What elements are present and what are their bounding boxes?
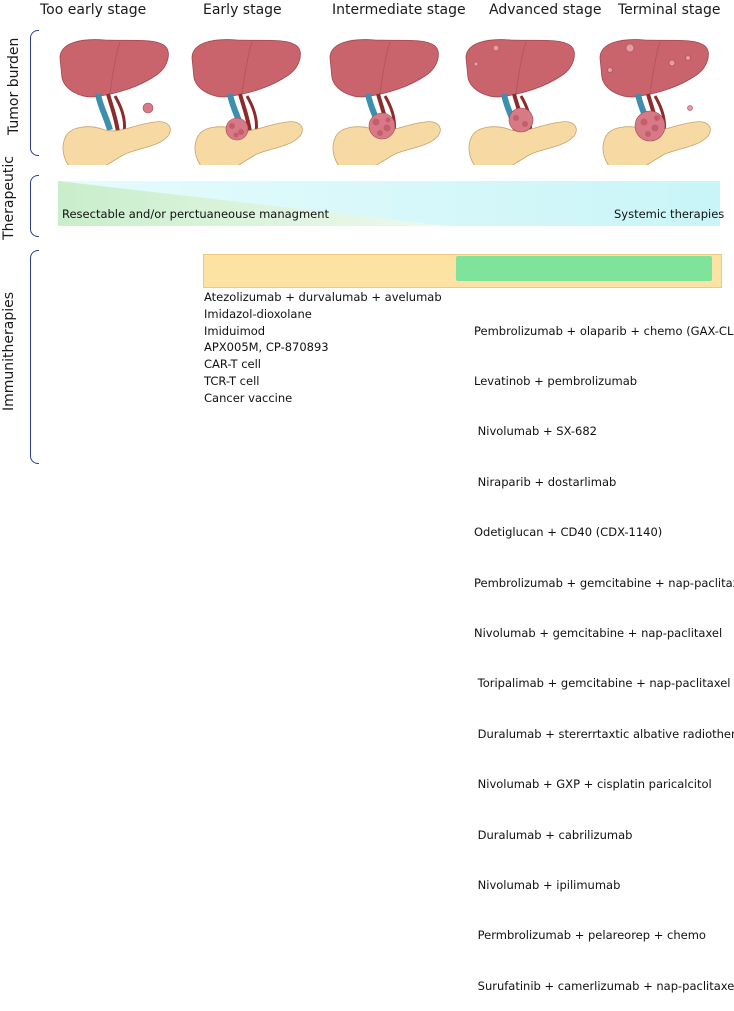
organ-illustrations	[59, 39, 711, 165]
immunotherapy-advanced-bar	[456, 256, 712, 281]
list-item: Duralumab + cabrilizumab	[474, 827, 633, 842]
early-immunotherapy-list: Atezolizumab + durvalumab + avelumab Imi…	[204, 289, 442, 407]
list-item: Imidazol-dioxolane	[204, 306, 312, 321]
organ-stage-2	[191, 39, 303, 165]
stage-early: Early stage	[203, 2, 282, 18]
list-item: TCR-T cell	[204, 373, 260, 388]
list-item: Atezolizumab + durvalumab + avelumab	[204, 290, 442, 304]
row-label-immunotherapies: Immunitherapies	[1, 291, 17, 411]
list-item: Niraparib + dostarlimab	[474, 474, 617, 489]
bracket-tumor-burden	[30, 30, 39, 156]
list-item: Imiduimod	[204, 323, 266, 338]
list-item: Toripalimab + gemcitabine + nap-paclitax…	[474, 676, 731, 691]
list-item: Pembrolizumab + olaparib + chemo (GAX-CL…	[474, 323, 734, 338]
resectable-band	[58, 181, 448, 226]
therapeutic-left-label: Resectable and/or perctuaneouse managmen…	[62, 207, 330, 221]
stage-terminal: Terminal stage	[618, 2, 721, 18]
list-item: Pembrolizumab + gemcitabine + nap-paclit…	[474, 575, 734, 590]
therapeutic-bands	[58, 181, 720, 226]
organ-stage-5	[599, 39, 711, 165]
list-item: Permbrolizumab + pelareorep + chemo	[474, 928, 706, 943]
list-item: Nivolumab + gemcitabine + nap-paclitaxel	[474, 625, 723, 640]
bracket-immunotherapies	[30, 250, 39, 464]
therapeutic-right-label: Systemic therapies	[614, 207, 725, 221]
stage-intermediate: Intermediate stage	[332, 2, 466, 18]
list-item: Duralumab + stererrtaxtic albative radio…	[474, 726, 734, 741]
organ-stage-1	[59, 39, 171, 165]
advanced-immunotherapy-list: Pembrolizumab + olaparib + chemo (GAX-CL…	[474, 289, 734, 1011]
organ-stage-4	[465, 39, 577, 165]
list-item: CAR-T cell	[204, 357, 261, 372]
list-item: APX005M, CP-870893	[204, 340, 329, 355]
list-item: Nivolumab + SX-682	[474, 424, 597, 439]
list-item: Nivolumab + GXP + cisplatin paricalcitol	[474, 777, 712, 792]
stage-too-early: Too early stage	[40, 2, 147, 18]
list-item: Surufatinib + camerlizumab + nap-paclita…	[474, 978, 734, 993]
list-item: Levatinob + pembrolizumab	[474, 373, 638, 388]
list-item: Cancer vaccine	[204, 390, 293, 405]
organ-stage-3	[329, 39, 441, 165]
stage-advanced: Advanced stage	[489, 2, 602, 18]
list-item: Odetiglucan + CD40 (CDX-1140)	[474, 525, 663, 540]
list-item: Nivolumab + ipilimumab	[474, 877, 621, 892]
bracket-therapeutic	[30, 175, 39, 237]
